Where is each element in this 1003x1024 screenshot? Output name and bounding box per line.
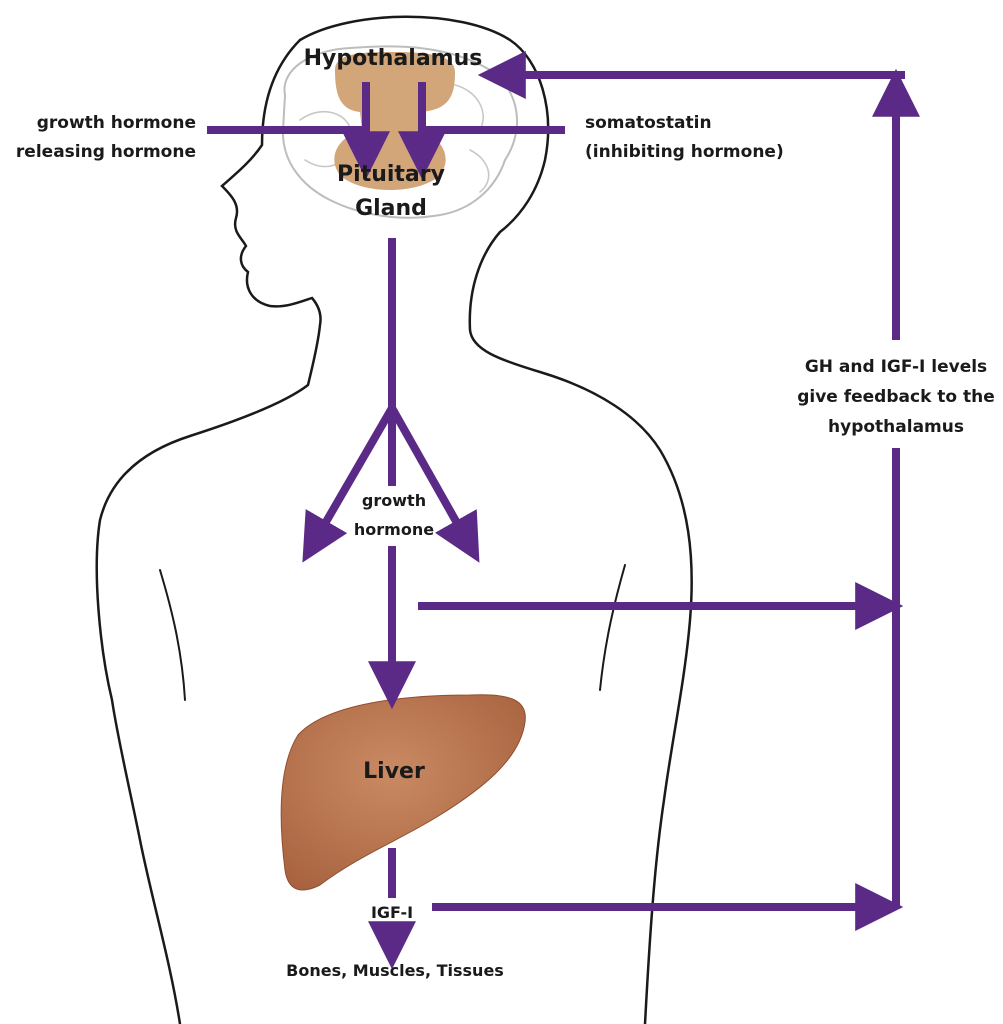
pituitary-label-line1: Pituitary (337, 162, 445, 187)
liver-organ (281, 695, 525, 890)
targets-label: Bones, Muscles, Tissues (286, 961, 504, 980)
somatostatin-label-line1: somatostatin (585, 113, 712, 133)
liver-label: Liver (363, 759, 425, 784)
feedback-label-line2: give feedback to the (797, 387, 995, 407)
ghrh-label-line2: releasing hormone (16, 142, 196, 162)
hypothalamus-label: Hypothalamus (304, 46, 483, 71)
feedback-label-line1: GH and IGF-I levels (805, 357, 987, 377)
gh-label-line2: hormone (354, 520, 434, 539)
feedback-label-line3: hypothalamus (828, 417, 964, 437)
pituitary-label-line2: Gland (355, 196, 427, 221)
igf-label: IGF-I (371, 903, 413, 922)
gh-label-line1: growth (362, 491, 426, 510)
somatostatin-label-line2: (inhibiting hormone) (585, 142, 784, 162)
ghrh-label-line1: growth hormone (37, 113, 196, 133)
